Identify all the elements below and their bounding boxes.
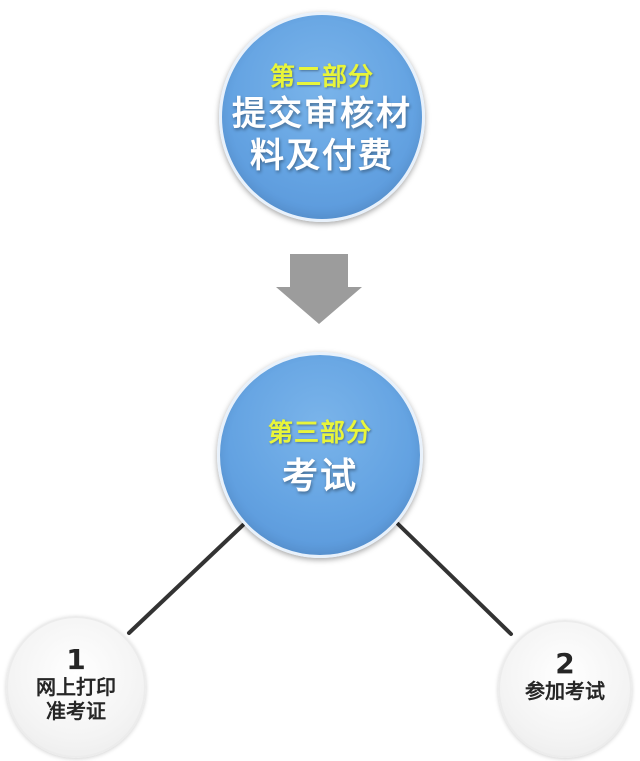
part-3-circle: 第三部分 考试 [217,352,423,558]
step-2-circle: 2 参加考试 [498,620,632,758]
step-2-label: 参加考试 [525,679,605,703]
part-3-body: 考试 [281,455,358,497]
part-2-circle: 第二部分 提交审核材 料及付费 [219,12,425,222]
step-1-number: 1 [66,643,86,676]
step-1-label-line-1: 网上打印 [36,675,116,699]
part-3-title: 第三部分 [267,418,372,447]
connector-line-step-2 [396,522,513,636]
connector-line-step-1 [127,523,245,635]
step-1-circle: 1 网上打印 准考证 [6,616,146,758]
part-2-body-line-1: 提交审核材 [232,94,412,134]
down-arrow-icon [276,254,362,324]
step-1-label-line-2: 准考证 [46,699,106,723]
part-2-title: 第二部分 [269,62,374,91]
part-2-body-line-2: 料及付费 [250,136,394,176]
step-2-number: 2 [555,647,575,680]
